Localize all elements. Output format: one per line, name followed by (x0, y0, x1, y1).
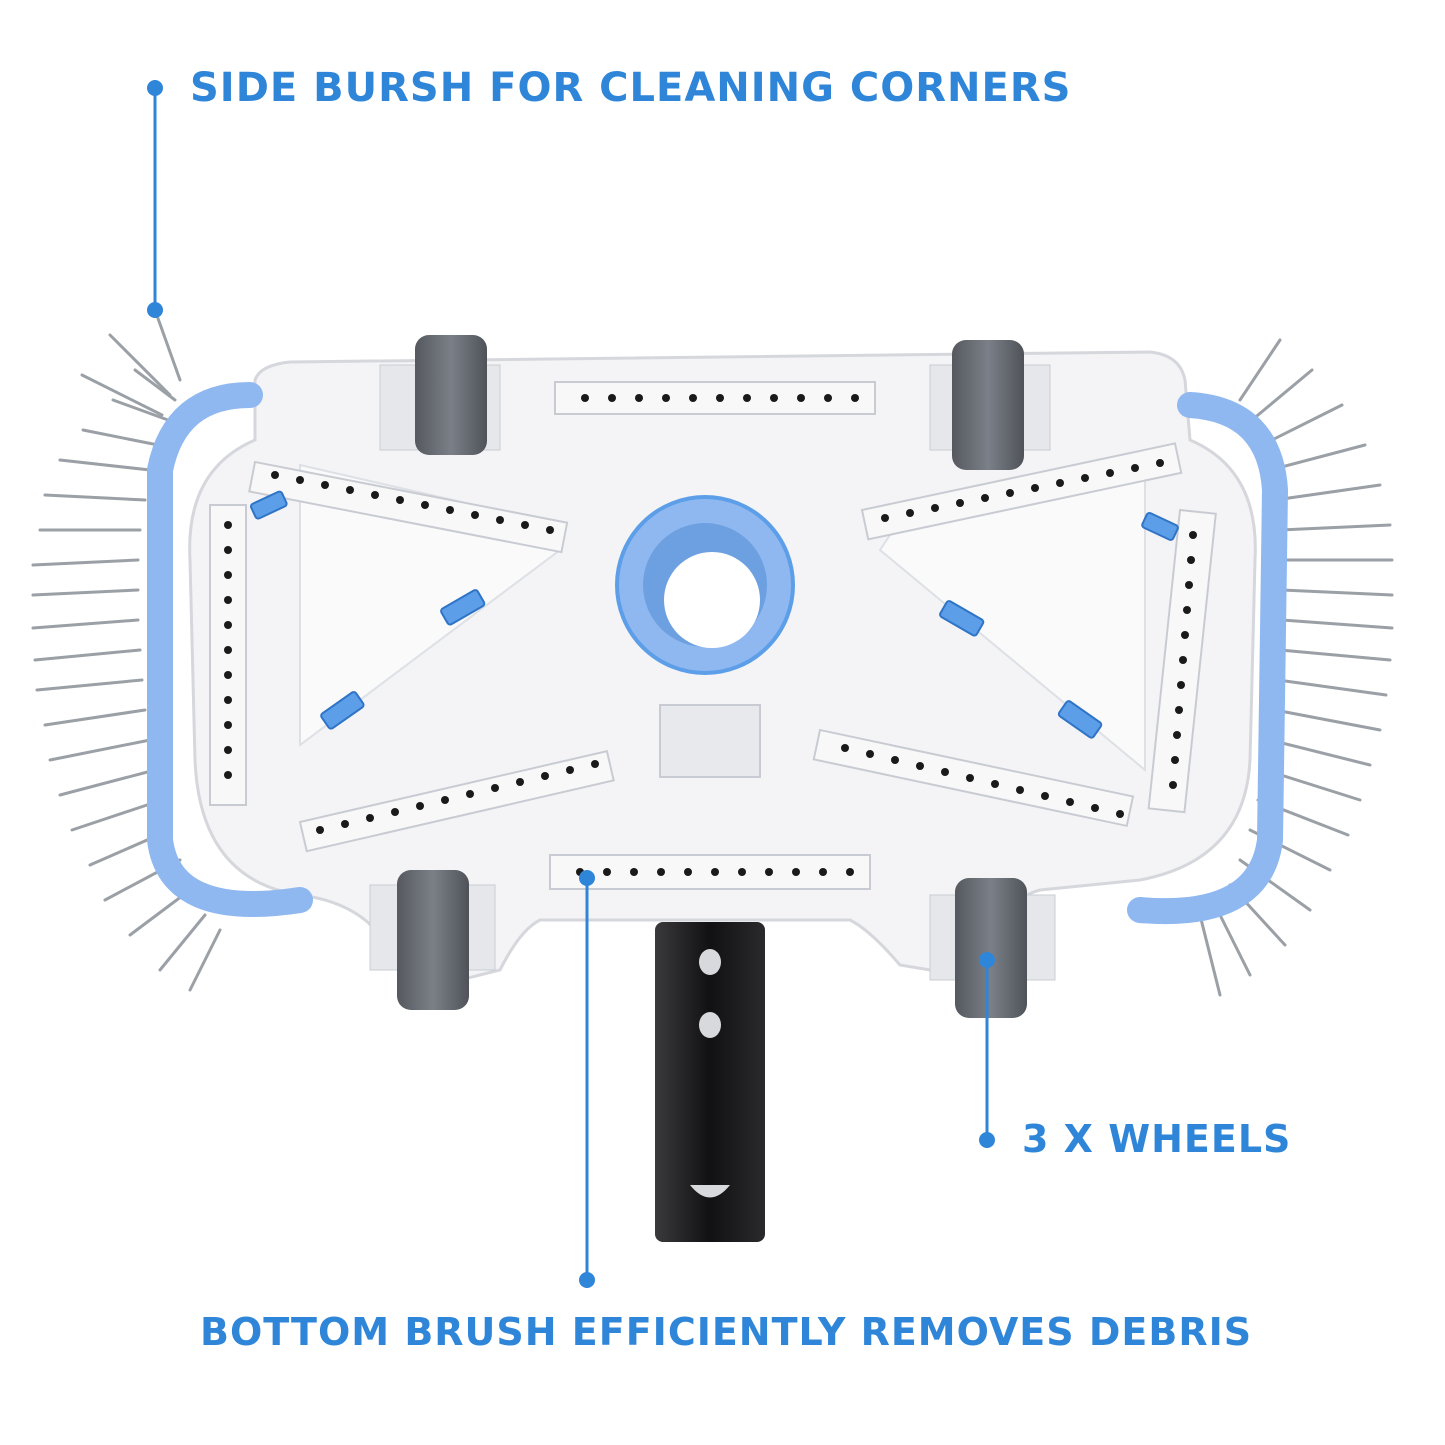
right-bumper (1127, 392, 1289, 925)
wheel-icon (929, 878, 1056, 1018)
side-brush-caption: SIDE BURSH FOR CLEANING CORNERS (190, 65, 1072, 111)
suction-port-icon (615, 495, 795, 675)
callout-lines (153, 88, 989, 1280)
wheels-caption: 3 X WHEELS (1022, 1117, 1292, 1161)
wheel-icon (379, 335, 501, 455)
left-side-bristles (31, 308, 222, 992)
bristle-dots (224, 394, 1197, 876)
pole-handle (655, 922, 765, 1242)
right-side-bristles (1198, 338, 1394, 997)
wheel-icon (929, 340, 1051, 470)
wheel-icon (369, 870, 496, 1010)
bottom-brush-caption: BOTTOM BRUSH EFFICIENTLY REMOVES DEBRIS (200, 1310, 1253, 1354)
left-bumper (147, 382, 313, 917)
center-slot (659, 704, 761, 778)
callout-dot-icon (147, 80, 995, 1288)
blue-clips (249, 490, 1179, 739)
